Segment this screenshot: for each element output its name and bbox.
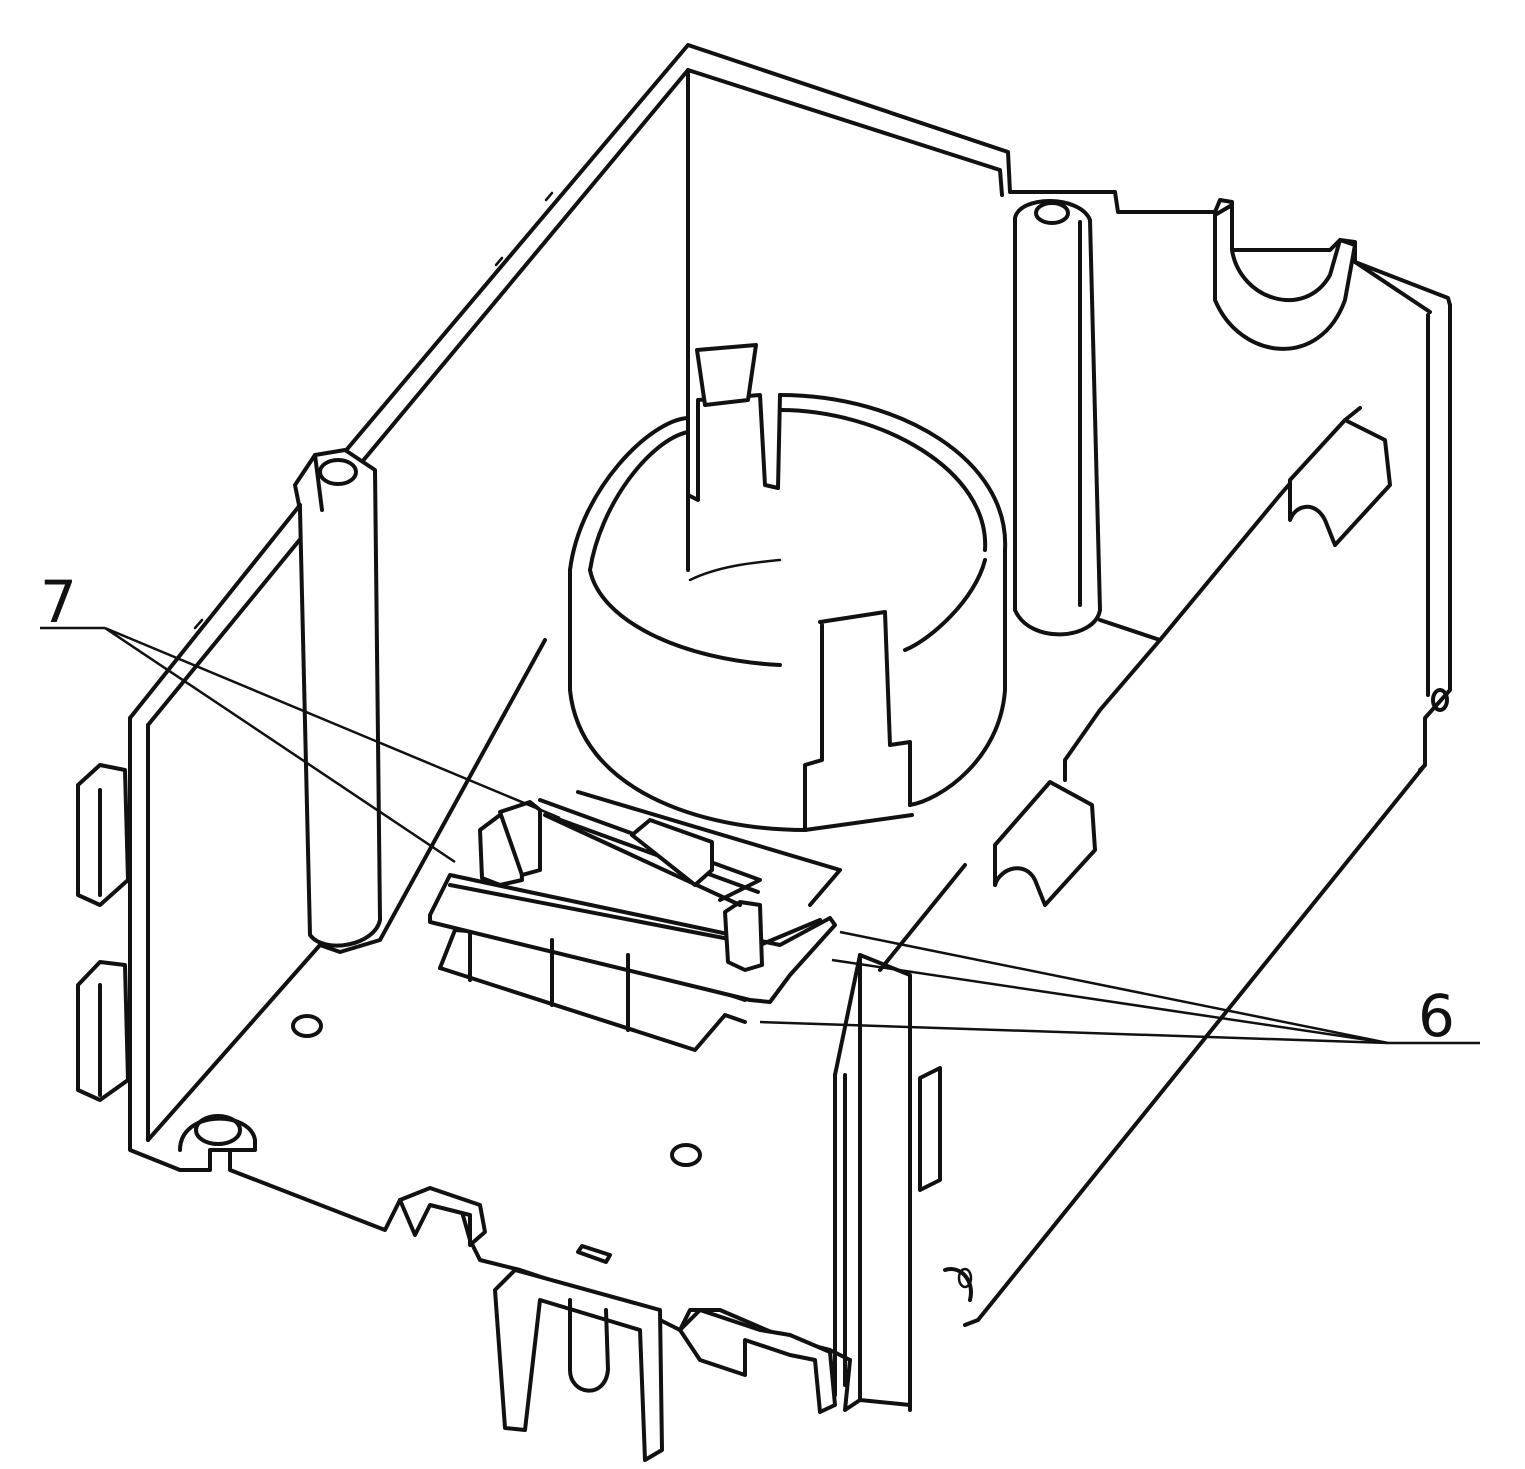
left-post <box>293 448 382 948</box>
bottom-connector <box>178 1114 837 1462</box>
right-post <box>1013 199 1102 637</box>
left-clips <box>76 763 130 1102</box>
right-wall <box>878 260 1452 1327</box>
leader-lines-7 <box>40 626 561 864</box>
reference-label-6: 6 <box>1418 982 1455 1050</box>
left-wall <box>128 503 322 1172</box>
central-cylinder <box>568 343 1008 832</box>
right-clips <box>993 418 1392 907</box>
leader-lines-6 <box>759 930 1480 1045</box>
rear-notch <box>1213 203 1357 351</box>
switch-mechanism <box>428 790 842 1052</box>
reference-label-7: 7 <box>40 568 77 636</box>
front-wall <box>833 953 942 1412</box>
